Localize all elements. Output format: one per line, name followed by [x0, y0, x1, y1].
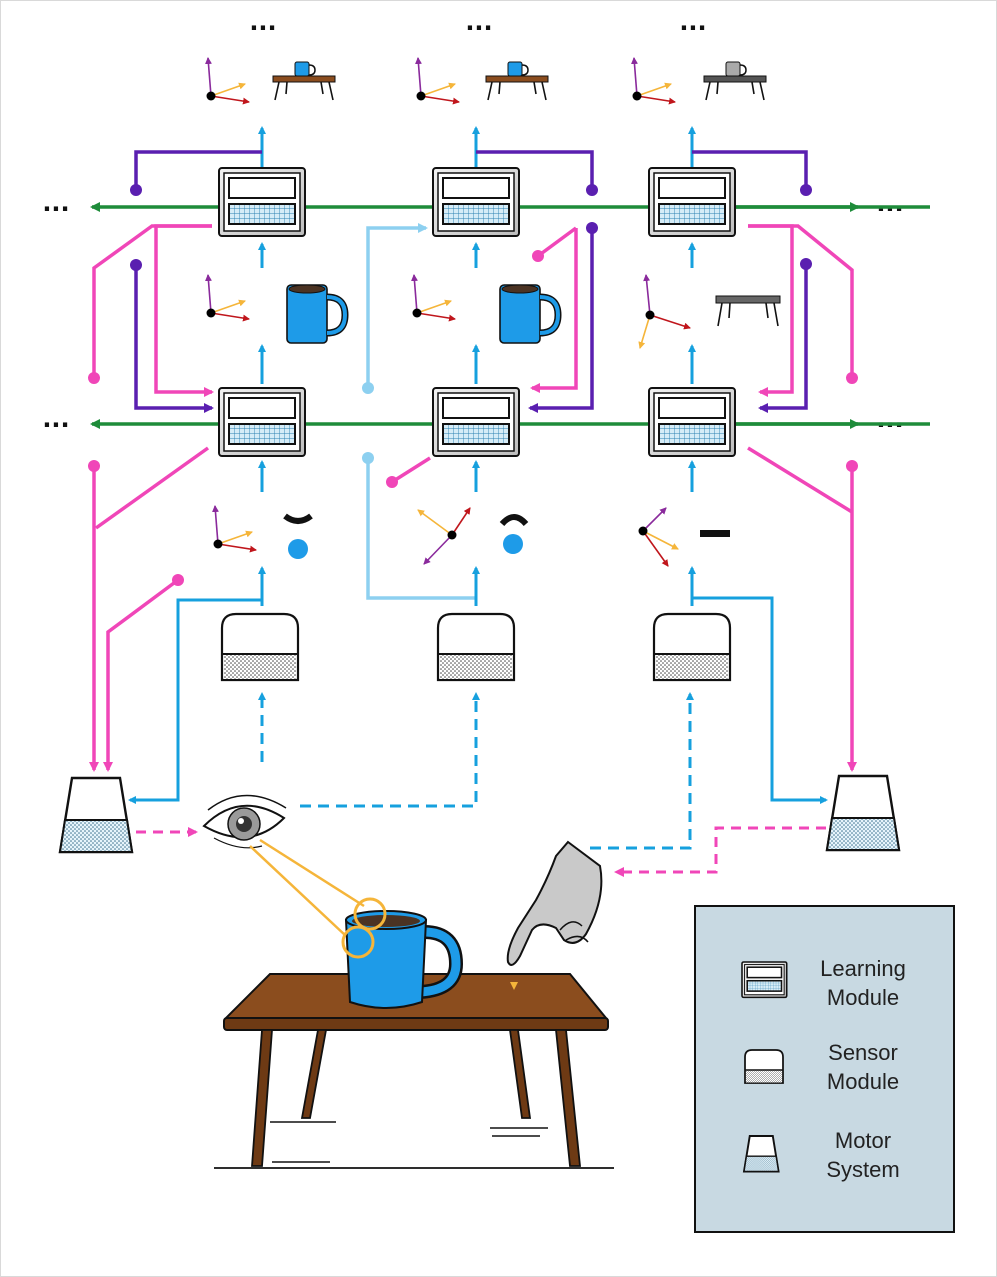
- eye-focus-circle: [341, 925, 375, 959]
- color-feature-icon: [503, 534, 523, 554]
- table-icon: [214, 973, 614, 1169]
- learning-module-bottom-3: [648, 387, 736, 457]
- right-ellipsis-row1: ...: [876, 189, 903, 217]
- motor-system-legend-icon: [742, 1135, 780, 1173]
- legend-label: Module: [827, 1069, 899, 1094]
- finger-icon: [506, 840, 603, 966]
- sensor-to-motor-connections: [128, 596, 828, 804]
- mug-icon: [500, 285, 558, 343]
- feedforward-arrows: [258, 242, 696, 606]
- pose-axes-icon: [638, 274, 691, 349]
- curvature-feature-icon: [499, 514, 529, 527]
- output-pose-axes-icon: [417, 58, 460, 102]
- legend: Learning Module Sensor Module Motor Syst…: [694, 905, 955, 1233]
- legend-label: Sensor: [828, 1040, 898, 1065]
- pose-axes-icon: [638, 507, 679, 567]
- table-with-mug-icon: [272, 61, 336, 101]
- learning-module-top-1: [218, 167, 306, 237]
- legend-label: System: [826, 1157, 899, 1182]
- eye-focus-circle: [353, 897, 387, 931]
- color-feature-icon: [288, 539, 308, 559]
- legend-label: Motor: [835, 1128, 891, 1153]
- left-ellipsis-row2: ...: [42, 405, 69, 433]
- pose-axes-icon: [413, 275, 456, 319]
- sensor-module-2: [436, 612, 516, 682]
- eye-icon: [202, 794, 287, 849]
- flat-feature-icon: [700, 530, 730, 537]
- learning-module-bottom-1: [218, 387, 306, 457]
- pose-axes-icon: [214, 506, 257, 550]
- gaze-lines: [249, 838, 365, 937]
- table-with-mug-icon: [485, 61, 549, 101]
- sensor-module-3: [652, 612, 732, 682]
- sensor-module-legend-icon: [744, 1049, 784, 1084]
- gray-table-with-mug-icon: [703, 61, 767, 101]
- left-ellipsis-row1: ...: [42, 189, 69, 217]
- learning-module-legend-icon: [741, 961, 788, 999]
- motor-command-finger: [614, 826, 826, 877]
- top-ellipsis-2: ...: [465, 8, 492, 36]
- gray-table-icon: [715, 295, 781, 327]
- motor-system-left: [58, 776, 134, 854]
- legend-label: Learning: [820, 956, 906, 981]
- learning-module-top-3: [648, 167, 736, 237]
- legend-label: Module: [827, 985, 899, 1010]
- skip-connection: [366, 223, 476, 600]
- motor-system-right: [825, 774, 901, 852]
- top-ellipsis-3: ...: [679, 8, 706, 36]
- top-down-connections: [134, 150, 808, 413]
- mug-on-table-icon: [344, 910, 464, 1009]
- pose-axes-icon: [417, 507, 471, 565]
- output-pose-axes-icon: [207, 58, 250, 102]
- learning-module-top-2: [432, 167, 520, 237]
- top-ellipsis-1: ...: [249, 8, 276, 36]
- right-ellipsis-row2: ...: [876, 405, 903, 433]
- curvature-feature-icon: [283, 513, 313, 524]
- sensory-input-lines: [258, 692, 694, 850]
- sensor-module-1: [220, 612, 300, 682]
- output-pose-axes-icon: [633, 58, 676, 102]
- goal-state-connections: [89, 224, 857, 772]
- pose-axes-icon: [207, 275, 250, 319]
- learning-module-bottom-2: [432, 387, 520, 457]
- mug-icon: [287, 285, 345, 343]
